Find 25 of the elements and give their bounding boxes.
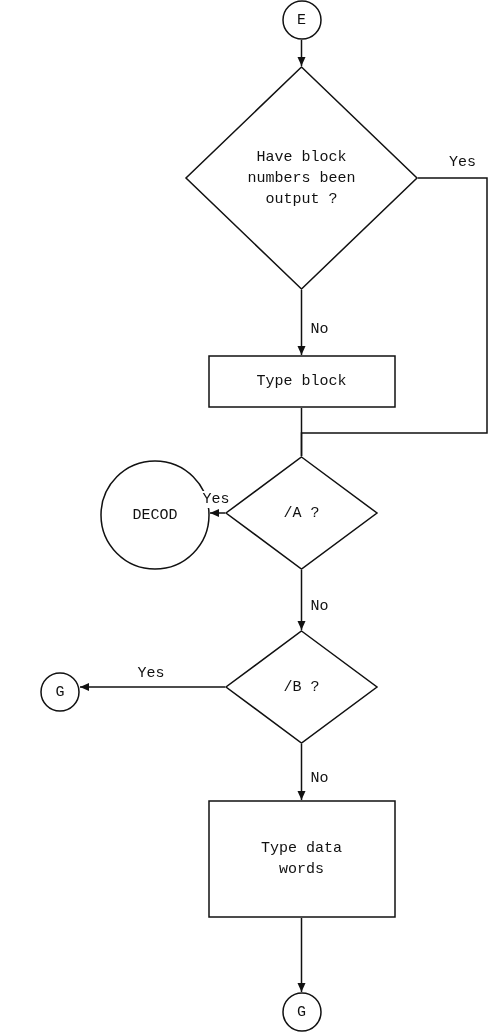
arrow bbox=[209, 509, 226, 517]
connector-circle bbox=[40, 672, 80, 712]
node-label: Type data words bbox=[260, 839, 343, 880]
node-label: /A ? bbox=[282, 503, 321, 524]
arrow bbox=[297, 39, 306, 67]
node-label: G bbox=[296, 1002, 307, 1023]
node-label: /B ? bbox=[282, 677, 321, 698]
node-label: E bbox=[296, 10, 307, 31]
edge-label: Yes bbox=[201, 491, 231, 508]
node-label: Have block numbers been output ? bbox=[246, 147, 357, 210]
node-label: Type block bbox=[255, 372, 348, 392]
arrow bbox=[297, 289, 306, 356]
connector-line bbox=[300, 407, 303, 457]
arrow bbox=[297, 569, 306, 631]
node-label: DECOD bbox=[131, 505, 179, 526]
decision-diamond bbox=[185, 66, 418, 290]
connector-circle bbox=[281, 0, 322, 40]
arrow bbox=[297, 917, 306, 993]
arrow bbox=[79, 683, 226, 691]
decision-diamond bbox=[225, 630, 378, 744]
process-box bbox=[207, 800, 396, 918]
process-box bbox=[207, 355, 396, 408]
connector-circle bbox=[281, 992, 322, 1032]
arrow bbox=[297, 743, 306, 801]
node-label: G bbox=[54, 682, 66, 703]
